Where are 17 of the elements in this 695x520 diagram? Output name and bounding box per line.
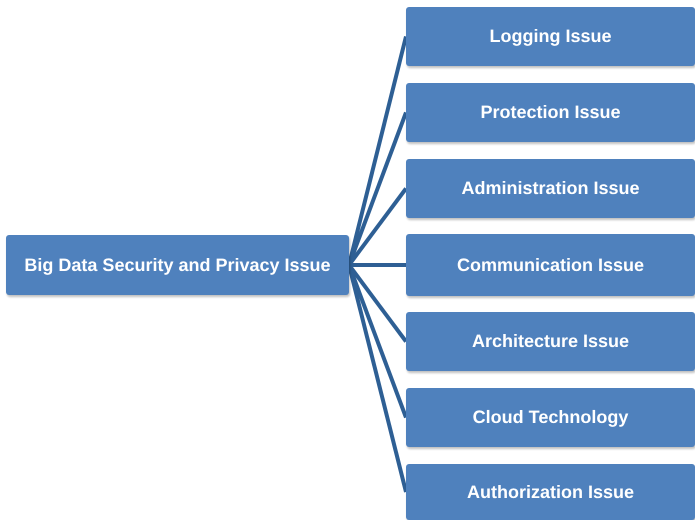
topic-label: Protection Issue	[480, 101, 621, 124]
topic-label: Cloud Technology	[472, 406, 628, 429]
connector-line	[349, 263, 406, 267]
topic-label: Communication Issue	[456, 254, 644, 276]
topic-box	[406, 159, 695, 218]
topic-label: Architecture Issue	[472, 330, 630, 353]
topic-label: Big Data Security and Privacy Issue	[24, 254, 331, 276]
topic-label: Administration Issue	[461, 177, 640, 200]
topic-box	[406, 464, 695, 520]
topic-label: Logging Issue	[489, 25, 612, 48]
topic-box	[6, 235, 349, 295]
topic-label: Authorization Issue	[466, 480, 634, 504]
topic-box	[406, 7, 695, 66]
topic-box	[406, 83, 695, 142]
topic-box	[406, 388, 695, 447]
topic-box	[406, 312, 695, 371]
topic-box	[406, 234, 695, 296]
